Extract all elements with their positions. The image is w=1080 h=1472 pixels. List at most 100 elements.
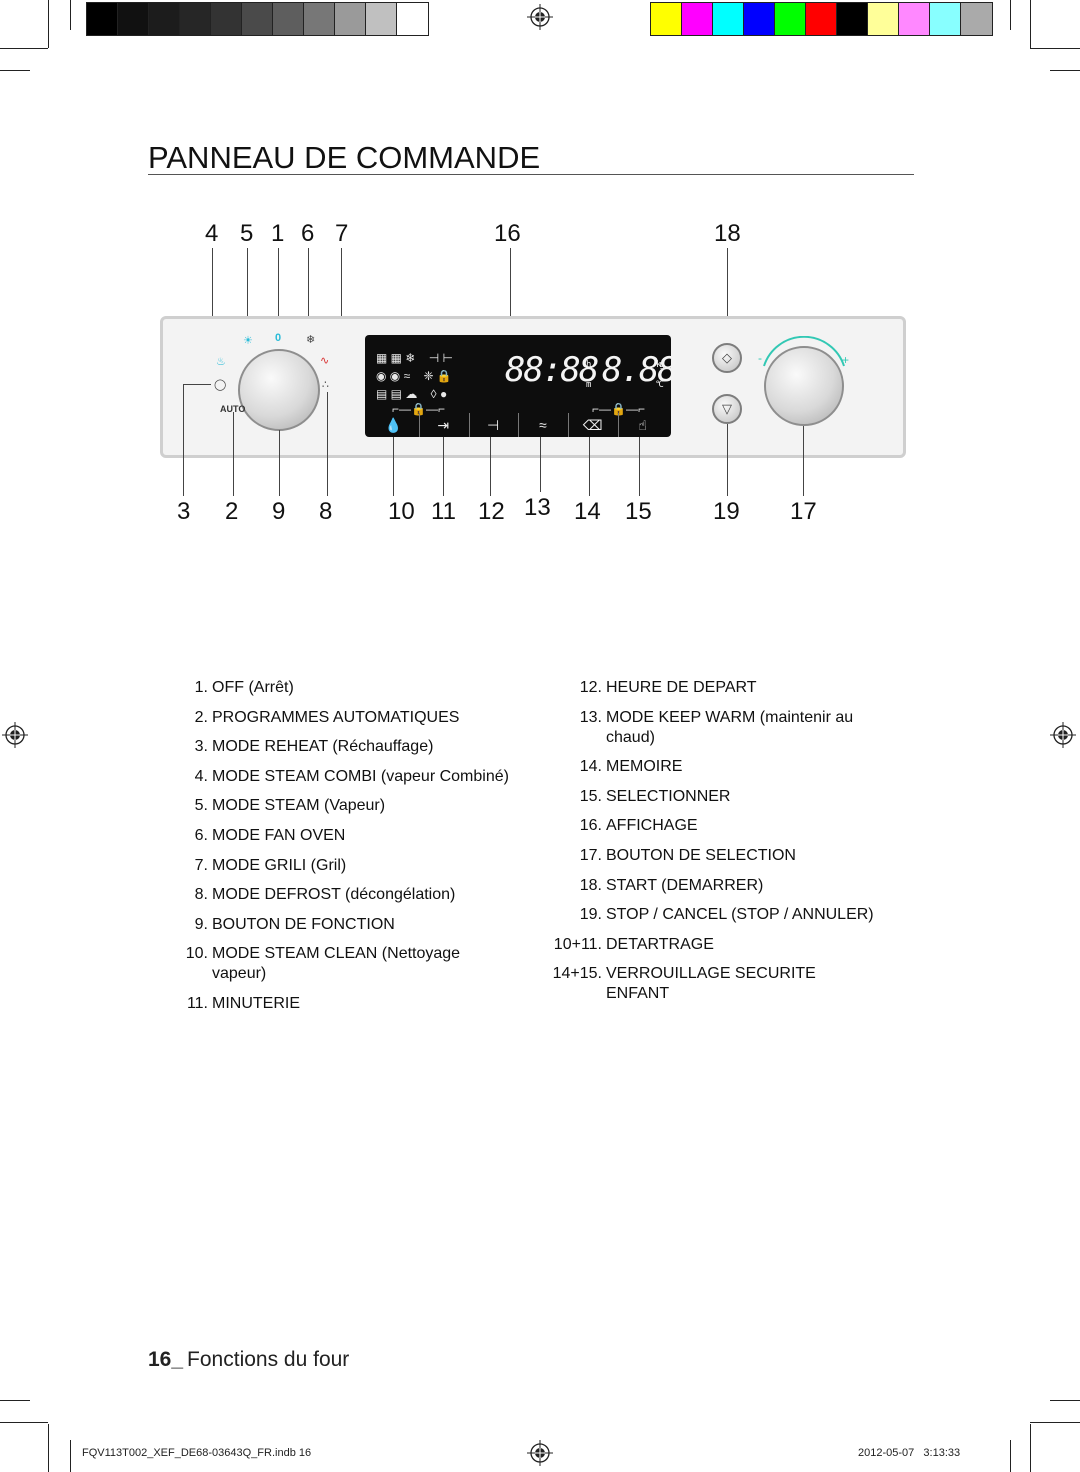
stop-icon: ▽ [722, 401, 732, 416]
leader-line [183, 384, 184, 496]
color-swatch [87, 3, 118, 35]
legend-item-text: MODE REHEAT (Réchauffage) [212, 738, 434, 756]
program-icon-grid: ◉ ◉ ≈ ❈ 🔒 [376, 369, 452, 383]
color-swatch [837, 3, 868, 35]
section-name: Fonctions du four [187, 1348, 350, 1371]
legend-item-text: BOUTON DE SELECTION [606, 846, 796, 864]
legend-item-number: 17. [579, 846, 602, 864]
crop-mark [70, 0, 71, 30]
color-swatch [775, 3, 806, 35]
leader-line [233, 412, 234, 496]
legend-item-number: 2. [194, 708, 208, 726]
legend-item-number: 16. [579, 817, 602, 835]
callout-12: 12 [478, 498, 505, 525]
callout-19: 19 [713, 498, 740, 525]
crop-mark [48, 0, 49, 48]
legend-item: 14.MEMOIRE [540, 757, 880, 777]
defrost-icon: ∴ [322, 379, 329, 391]
lock-indicator-icon: ⌐—🔒—⌐ [592, 402, 645, 416]
legend-item: 12.HEURE DE DEPART [540, 678, 880, 698]
legend-item-number: 9. [194, 915, 208, 933]
legend-item-number: 7. [194, 856, 208, 874]
display-time: 88:88 [505, 350, 599, 390]
callout-2: 2 [225, 498, 239, 525]
callout-14: 14 [574, 498, 601, 525]
callout-11: 11 [431, 498, 456, 525]
auto-label: AUTO [220, 404, 246, 414]
color-swatch [242, 3, 273, 35]
touch-key-row: 💧 ⇥ ⊣ ≈ ⌫ ☝ [370, 413, 666, 437]
registration-mark-icon [1050, 722, 1076, 748]
reheat-icon: ◯ [214, 379, 227, 391]
legend-item-number: 12. [579, 679, 602, 696]
legend-item: 2.PROGRAMMES AUTOMATIQUES [180, 708, 510, 728]
legend-item: 6.MODE FAN OVEN [180, 826, 510, 846]
color-swatch [149, 3, 180, 35]
selection-knob[interactable] [764, 346, 844, 426]
leader-line [803, 426, 804, 496]
start-time-key[interactable]: ⊣ [468, 413, 517, 437]
display-weight: 8.88 [602, 350, 678, 390]
legend-item-number: 14+15. [552, 965, 602, 983]
legend-item-number: 19. [579, 906, 602, 924]
crop-mark [1030, 1424, 1031, 1472]
svg-text:+: + [842, 353, 849, 367]
callout-6: 6 [301, 220, 315, 247]
page-title: PANNEAU DE COMMANDE [148, 140, 541, 175]
callout-18: 18 [714, 220, 741, 247]
timer-key[interactable]: ⇥ [418, 413, 467, 437]
registration-mark-icon [2, 722, 28, 748]
callout-7: 7 [335, 220, 349, 247]
stop-cancel-button[interactable]: ▽ [712, 394, 742, 424]
function-knob[interactable] [238, 349, 320, 431]
steam-clean-key[interactable]: 💧 [384, 417, 403, 433]
color-calibration-bar [650, 2, 993, 36]
legend-item: 18.START (DEMARRER) [540, 876, 880, 896]
gray-calibration-bar [86, 2, 429, 36]
leader-line [279, 430, 280, 496]
crop-mark [1010, 1440, 1011, 1472]
leader-line [490, 437, 491, 496]
callout-16: 16 [494, 220, 521, 247]
color-swatch [273, 3, 304, 35]
color-swatch [211, 3, 242, 35]
display-unit-c: °C [655, 380, 664, 390]
legend-item-number: 3. [194, 738, 208, 756]
legend-item-text: VERROUILLAGE SECURITE ENFANT [606, 965, 816, 1003]
select-key[interactable]: ☝ [618, 413, 666, 437]
leader-line [727, 424, 728, 496]
legend-item: 3.MODE REHEAT (Réchauffage) [180, 737, 510, 757]
crop-mark [1030, 1422, 1080, 1423]
crop-mark [48, 1424, 49, 1472]
legend-item-number: 10. [185, 945, 208, 963]
crop-mark [0, 1422, 48, 1423]
leader-line [589, 437, 590, 496]
color-swatch [744, 3, 775, 35]
legend-item-text: AFFICHAGE [606, 817, 698, 835]
legend-item-text: MEMOIRE [606, 758, 683, 776]
program-icon-grid: ▤ ▤ ☁ ◊ ● [376, 387, 448, 401]
legend-item-number: 6. [194, 826, 208, 844]
legend-item-text: MODE GRILI (Gril) [212, 856, 347, 874]
legend-item: 10.MODE STEAM CLEAN (Nettoyage vapeur) [180, 944, 510, 984]
legend-item: 1.OFF (Arrêt) [180, 678, 510, 698]
keep-warm-key[interactable]: ≈ [518, 413, 566, 437]
color-swatch [397, 3, 428, 35]
legend-item: 4.MODE STEAM COMBI (vapeur Combiné) [180, 767, 510, 787]
legend-list-left: 1.OFF (Arrêt) 2.PROGRAMMES AUTOMATIQUES 3.… [180, 678, 510, 1024]
legend-item: 5.MODE STEAM (Vapeur) [180, 796, 510, 816]
legend-item-number: 18. [579, 876, 602, 894]
legend-item-number: 8. [194, 886, 208, 904]
color-swatch [961, 3, 992, 35]
color-swatch [713, 3, 744, 35]
legend-item: 14+15.VERROUILLAGE SECURITE ENFANT [540, 964, 880, 1004]
leader-line [247, 248, 248, 344]
legend-item-number: 1. [194, 679, 208, 696]
legend-item-text: MODE STEAM (Vapeur) [212, 797, 386, 815]
callout-3: 3 [177, 498, 191, 525]
callout-10: 10 [388, 498, 415, 525]
start-button[interactable]: ◇ [712, 343, 742, 373]
memory-key[interactable]: ⌫ [568, 413, 616, 437]
color-swatch [682, 3, 713, 35]
legend-item: 16.AFFICHAGE [540, 816, 880, 836]
